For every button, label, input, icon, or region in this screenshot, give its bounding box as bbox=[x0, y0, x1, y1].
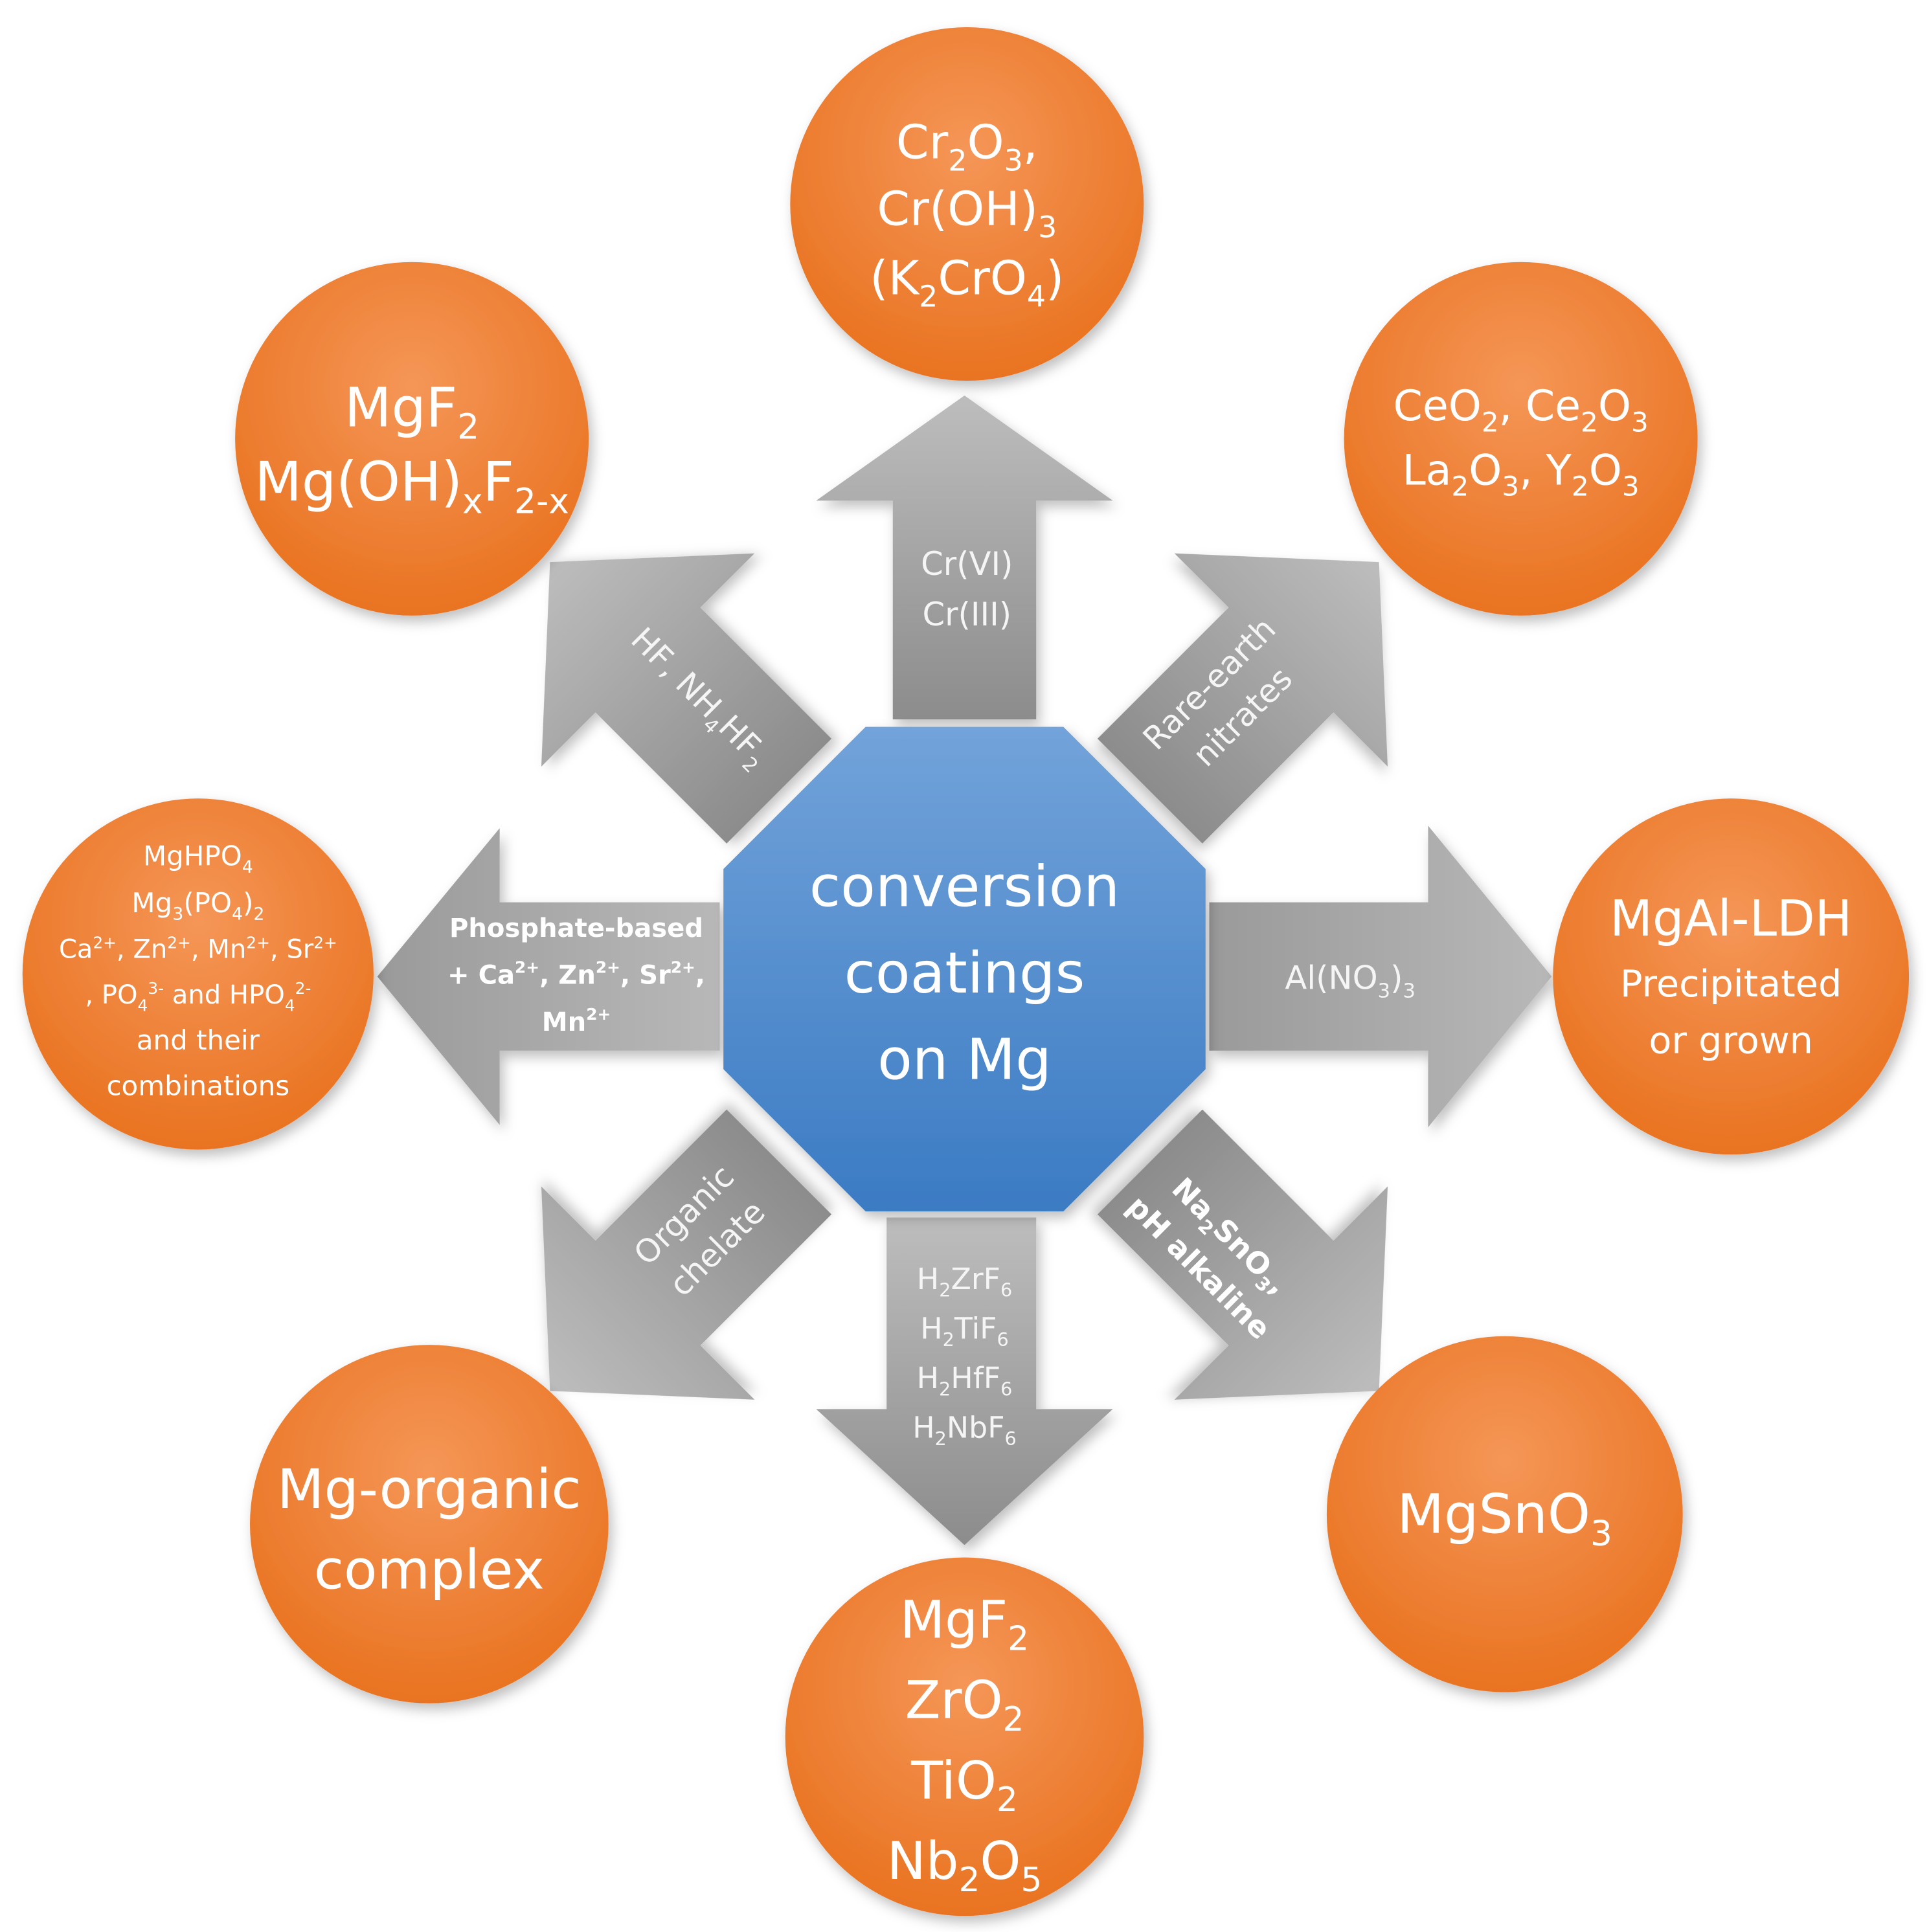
circle-top: Cr2O3, Cr(OH)3 (K2CrO4) bbox=[790, 27, 1144, 381]
arrow-top-left bbox=[541, 553, 832, 844]
center-line-1: conversion bbox=[809, 853, 1120, 919]
arrow-bottom-left bbox=[541, 1109, 832, 1400]
svg-text:MgSnO3: MgSnO3 bbox=[1397, 1482, 1612, 1553]
svg-text:ZrO2: ZrO2 bbox=[905, 1670, 1024, 1739]
circle-top-right: CeO2, Ce2O3 La2O3, Y2O3 bbox=[1344, 262, 1698, 616]
arrow-top-label-2: Cr(III) bbox=[922, 596, 1011, 633]
svg-text:H2ZrF6: H2ZrF6 bbox=[917, 1261, 1012, 1301]
svg-text:+ Ca2+, Zn2+, Sr2+,: + Ca2+, Zn2+, Sr2+, bbox=[447, 958, 705, 991]
svg-text:Precipitated: Precipitated bbox=[1620, 962, 1842, 1005]
arrow-right-label: Al(NO3)3 bbox=[1285, 959, 1416, 1002]
arrow-bottom bbox=[816, 1217, 1113, 1545]
circle-bottom: MgF2 ZrO2 TiO2 Nb2O5 bbox=[785, 1557, 1144, 1916]
svg-text:CeO2, Ce2O3: CeO2, Ce2O3 bbox=[1393, 382, 1649, 438]
center-line-3: on Mg bbox=[877, 1026, 1052, 1093]
svg-text:(K2CrO4): (K2CrO4) bbox=[870, 251, 1064, 313]
svg-text:MgF2: MgF2 bbox=[900, 1590, 1029, 1659]
svg-text:combinations: combinations bbox=[106, 1070, 289, 1102]
circle-left: MgHPO4 Mg3(PO4)2 Ca2+, Zn2+, Mn2+, Sr2+ … bbox=[22, 798, 374, 1150]
arrow-left-label: Phosphate-based + Ca2+, Zn2+, Sr2+, Mn2+ bbox=[447, 914, 705, 1037]
arrow-left bbox=[377, 828, 720, 1125]
svg-text:and their: and their bbox=[137, 1024, 260, 1056]
arrow-right bbox=[1209, 826, 1552, 1128]
svg-text:Mg-organic: Mg-organic bbox=[277, 1457, 581, 1521]
svg-text:Phosphate-based: Phosphate-based bbox=[449, 914, 703, 943]
circle-right: MgAl-LDH Precipitated or grown bbox=[1553, 798, 1910, 1155]
svg-text:TiO2: TiO2 bbox=[910, 1751, 1018, 1819]
svg-text:Mg(OH)xF2-x: Mg(OH)xF2-x bbox=[254, 450, 569, 521]
arrow-top-label-1: Cr(VI) bbox=[921, 545, 1013, 583]
arrow-top-right bbox=[1097, 553, 1388, 844]
arrow-top bbox=[816, 395, 1113, 720]
svg-text:or grown: or grown bbox=[1649, 1019, 1813, 1062]
svg-text:Cr(OH)3: Cr(OH)3 bbox=[877, 182, 1057, 244]
arrow-bottom-right bbox=[1097, 1109, 1388, 1400]
svg-text:Ca2+, Zn2+, Mn2+, Sr2+: Ca2+, Zn2+, Mn2+, Sr2+ bbox=[59, 933, 337, 964]
circle-bottom-left: Mg-organic complex bbox=[250, 1345, 609, 1703]
center-line-2: coatings bbox=[844, 939, 1085, 1006]
svg-text:MgAl-LDH: MgAl-LDH bbox=[1610, 890, 1852, 948]
svg-text:, PO43- and HPO42-: , PO43- and HPO42- bbox=[85, 979, 311, 1015]
arrow-bottom-label: H2ZrF6 H2TiF6 H2HfF6 H2NbF6 bbox=[912, 1261, 1017, 1450]
svg-text:H2TiF6: H2TiF6 bbox=[920, 1311, 1009, 1351]
svg-text:Nb2O5: Nb2O5 bbox=[887, 1831, 1043, 1900]
svg-text:H2NbF6: H2NbF6 bbox=[912, 1410, 1017, 1449]
svg-text:MgF2: MgF2 bbox=[344, 376, 479, 447]
svg-text:MgHPO4: MgHPO4 bbox=[143, 840, 253, 877]
svg-text:La2O3, Y2O3: La2O3, Y2O3 bbox=[1403, 446, 1640, 502]
svg-text:Cr2O3,: Cr2O3, bbox=[896, 115, 1038, 177]
svg-text:H2HfF6: H2HfF6 bbox=[917, 1360, 1013, 1400]
svg-text:Mg3(PO4)2: Mg3(PO4)2 bbox=[131, 887, 264, 924]
circle-top-left: MgF2 Mg(OH)xF2-x bbox=[235, 262, 589, 616]
center-octagon: conversion coatings on Mg bbox=[723, 726, 1206, 1211]
svg-text:Mn2+: Mn2+ bbox=[542, 1005, 611, 1037]
circle-bottom-right: MgSnO3 bbox=[1326, 1336, 1683, 1692]
svg-text:complex: complex bbox=[314, 1538, 545, 1601]
